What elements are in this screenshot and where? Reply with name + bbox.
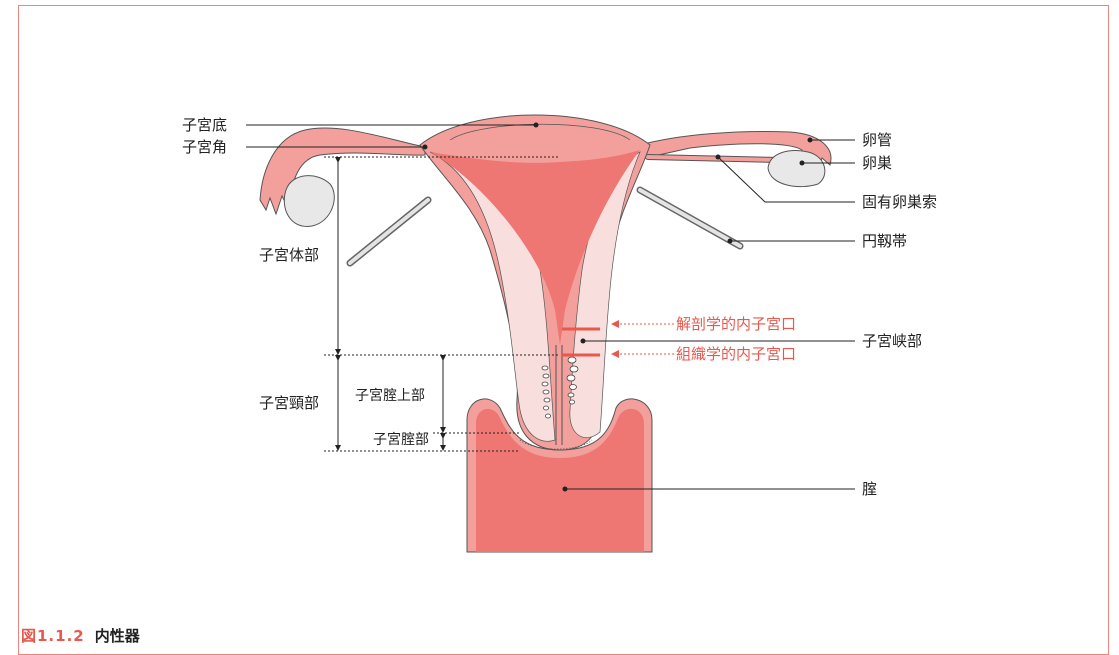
label-cervix: 子宮頸部 [259,394,319,412]
uterus [420,115,650,450]
ovary-right [768,151,825,187]
label-ovarian-ligament: 固有卵巣索 [862,193,937,211]
dot-isthmus [581,339,586,344]
dot-round-ligament [728,239,733,244]
dot-uterine-horn [423,145,428,150]
dot-fallopian-tube [808,138,813,143]
label-vagina: 腟 [862,480,877,498]
round-ligament-left [350,200,428,263]
label-uterine-horn: 子宮角 [182,138,227,156]
ovary-left [284,176,334,227]
label-fallopian-tube: 卵管 [862,131,892,149]
dot-ovary [800,161,805,166]
label-vaginal-portion: 子宮腟部 [373,432,429,448]
label-fundus: 子宮底 [182,116,227,134]
figure-title: 内性器 [95,627,140,645]
dot-fundus [534,123,539,128]
label-supravaginal: 子宮腟上部 [355,388,425,404]
figure-number: 図1.1.2 [21,627,85,645]
figure-caption: 図1.1.2 内性器 [21,626,140,647]
label-histological-internal-os: 組織学的内子宮口 [676,345,796,363]
label-ovary: 卵巣 [862,154,892,172]
label-isthmus: 子宮峡部 [862,332,922,350]
label-round-ligament: 円靱帯 [862,232,907,250]
label-corpus: 子宮体部 [259,246,319,264]
round-ligament-right [640,190,740,246]
dot-ovarian-ligament [716,155,721,160]
label-anatomical-internal-os: 解剖学的内子宮口 [676,315,796,333]
dot-vagina [563,487,568,492]
